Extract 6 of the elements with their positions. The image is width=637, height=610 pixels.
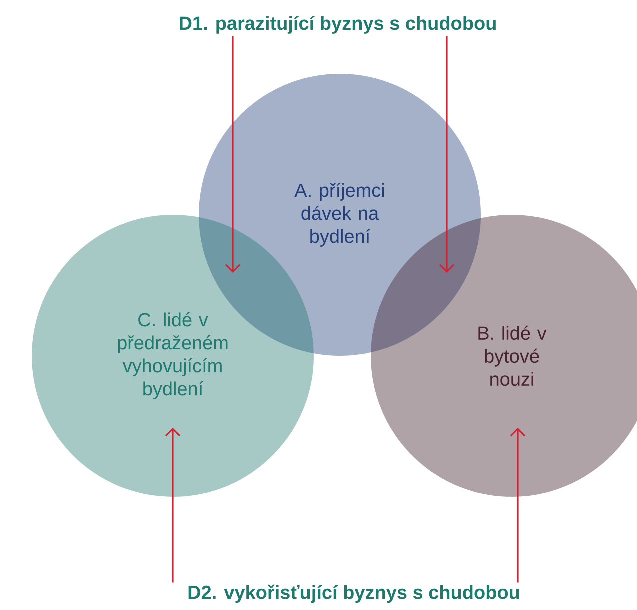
heading: D2. vykořisťující byznys s chudobou <box>188 584 520 604</box>
heading: D1. parazitující byznys s chudobou <box>180 16 496 34</box>
arrow <box>165 428 181 583</box>
arrow <box>225 36 241 273</box>
arrow <box>510 428 526 583</box>
arrow <box>439 36 455 273</box>
